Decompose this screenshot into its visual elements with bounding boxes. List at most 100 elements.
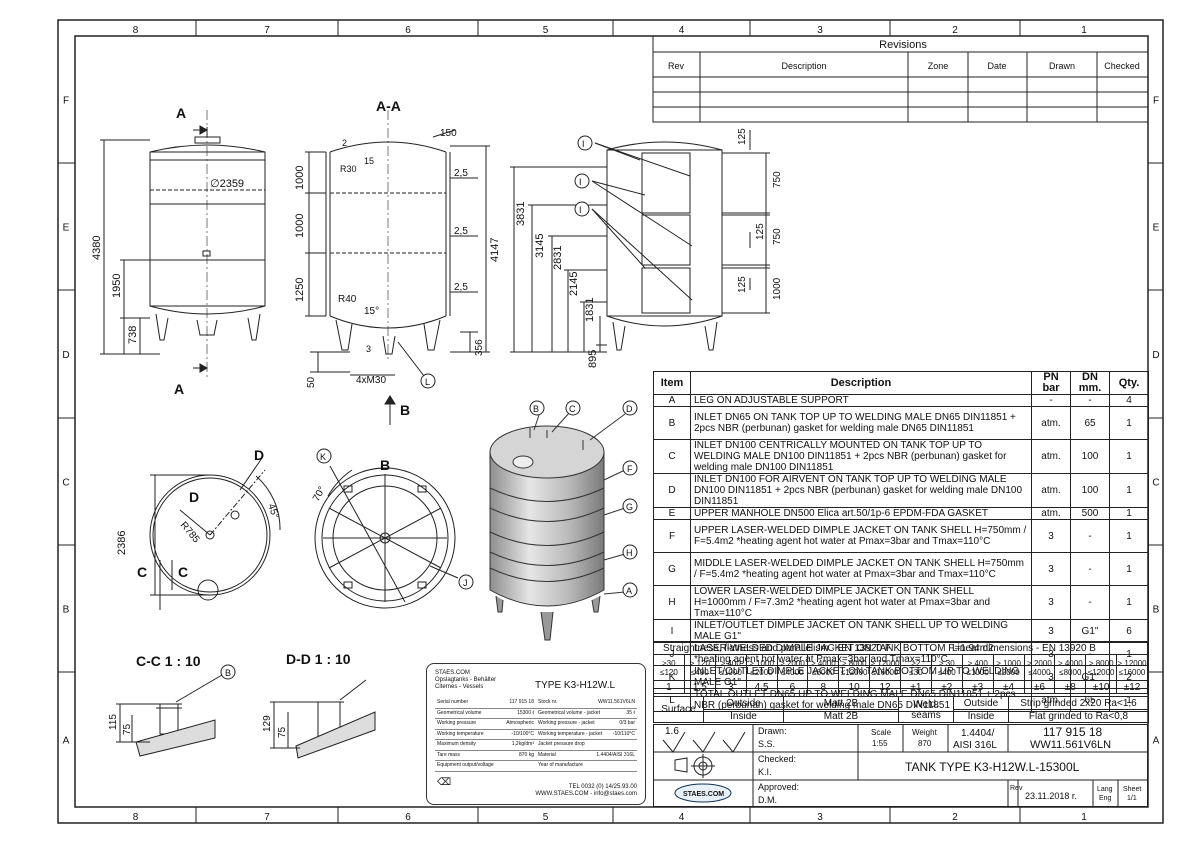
weld-outside-value: Strip grinded 2x20 Ra<1,6 [1008,696,1149,710]
tol-range: > 1000 ≤2000 [745,654,778,681]
item-item: A [653,394,691,407]
nameplate-value: WW11.561V6LN [598,699,635,705]
nameplate-cell: Year of manufacture [536,761,637,771]
tol-value: 1 [653,680,685,694]
balloon-c: C [569,404,576,414]
balloon-b-cc: B [225,668,231,678]
dim-aa-r40: R40 [338,294,357,305]
zone-row-C: C [62,478,69,489]
section-cc-detail [116,664,236,757]
item-pn: 3 [1031,619,1071,643]
nameplate-value: -10/100°C [511,730,534,737]
dim-aa-r30: R30 [340,164,357,174]
drawing-date: 23.11.2018 r. [1025,791,1077,801]
revisions-header-zone: Zone [928,61,949,71]
side-view [510,130,770,353]
item-qty: 1 [1109,439,1149,474]
weld-inside: Inside [953,709,1009,723]
view-b [314,465,459,609]
tol-value: ±12 [1116,680,1148,694]
weight-value: 870 [918,739,932,748]
sheet-frame [57,19,1164,824]
nameplate-label: Geometrical volume [437,709,482,716]
doc-number: 117 915 18 [1043,725,1102,739]
revisions-title: Revisions [879,39,927,51]
front-view [100,110,266,380]
nameplate-value: 1,2kg/dm³ [511,741,534,747]
dim-aa-356: 356 [474,339,485,356]
item-dn: 65 [1070,406,1110,440]
item-pn: atm. [1031,507,1071,520]
nameplate-value: 1.4404/AISI 316L [596,751,635,758]
dim-side-3831: 3831 [515,202,527,226]
nameplate-value: 35 ℓ [626,709,635,716]
revisions-header-drawn: Drawn [1049,61,1075,71]
tol-value: 1.5 [683,680,716,694]
tol-value: ±2 [930,680,963,694]
item-qty: 1 [1109,507,1149,520]
dim-side-3145: 3145 [534,234,546,258]
item-pn: atm. [1031,406,1071,440]
nameplate-footer: TEL 0032 (0) 14/25.93.00 WWW.STAES.COM -… [535,784,637,797]
item-qty: 6 [1109,619,1149,643]
zone-col-7: 7 [264,812,270,823]
revisions-table [652,35,1149,123]
zone-row-C: C [1152,478,1159,489]
zone-col-7: 7 [264,25,270,36]
tol-range: > 400 ≤1000 [714,654,747,681]
isometric-balloons [529,400,638,598]
tol-range: > 2000 ≤4000 [776,654,809,681]
dim-aa-50: 50 [306,376,317,388]
revisions-header-description: Description [781,61,826,71]
isometric-view [489,411,626,641]
dim-cc-115: 115 [108,714,119,730]
nameplate-label: Material [538,751,556,758]
zone-row-F: F [1153,96,1159,107]
nameplate-label: Tare mass [437,751,461,758]
surface-label: Surface [653,696,704,723]
balloon-group-i [574,135,593,217]
rev-label: Rev [1010,785,1023,792]
surface-inside: Inside [703,709,784,723]
balloon-l-leader [397,341,425,377]
nameplate-cell: Working temperature - jacket-10/110°C [536,730,637,740]
revisions-header-date: Date [987,61,1006,71]
lang-label: Lang [1097,786,1113,793]
tol-value: ±4 [992,680,1025,694]
weld-seams-label: Weld. seams [898,696,954,723]
balloon-f: F [627,464,633,474]
nameplate-label: Maximum density [437,741,476,747]
tol-range: > 4000 ≤8000 [1054,654,1087,681]
surface-outside: Outside [703,696,784,710]
dim-aa-4147: 4147 [489,238,501,262]
dim-side-750a: 750 [772,171,783,188]
item-dn: 500 [1070,507,1110,520]
section-arrow-d: D [254,447,264,463]
view-b-title: B [380,457,390,473]
item-qty: 1 [1109,473,1149,508]
zone-col-3: 3 [817,25,823,36]
nameplate-value: 0/3 bar [619,720,635,726]
dim-dd-129: 129 [262,715,273,732]
balloon-b: B [533,404,539,414]
item-qty: 1 [1109,585,1149,620]
revisions-header-checked: Checked [1104,61,1140,71]
dim-aa-150: 150 [440,128,457,139]
material-2: AISI 316L [953,740,997,751]
item-pn: - [1031,394,1071,407]
item-qty: 1 [1109,519,1149,553]
view-b-arrow-label: B [400,402,410,418]
zone-row-A: A [63,736,70,747]
tol-range: > 400 ≤1000 [961,654,994,681]
